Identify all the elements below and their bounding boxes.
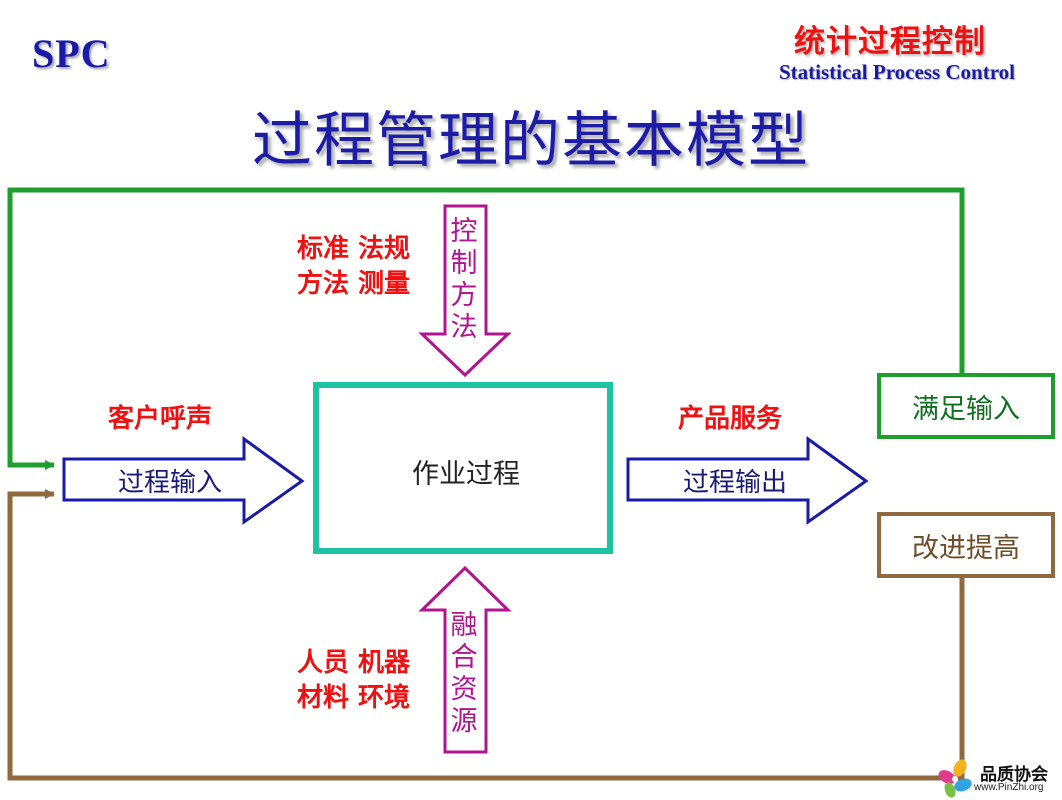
fused-resources-arrow (418, 565, 512, 754)
logo-flower-icon (938, 759, 972, 798)
fused-resources-char: 资 (450, 674, 478, 705)
work-process-box (313, 382, 613, 554)
control-method-char: 法 (450, 312, 478, 343)
products-services-label: 产品服务 (677, 404, 782, 434)
improve-box: 改进提高 (877, 512, 1055, 578)
logo-name: 品质协会 (980, 765, 1048, 785)
fused-resources-label: 融 合 资 源 (444, 610, 484, 738)
logo-url: www.PinZhi.org (974, 782, 1044, 793)
control-method-char: 方 (450, 280, 478, 311)
green-feedback-loop (7, 187, 965, 470)
bottom-factors: 人员 机器 材料 环境 (270, 646, 410, 716)
fused-resources-char: 融 (450, 610, 478, 641)
control-method-char: 制 (450, 248, 478, 279)
control-method-arrow (418, 204, 512, 378)
fused-resources-char: 源 (450, 706, 478, 737)
top-factor-line: 方法 测量 (296, 269, 410, 299)
bottom-factor-line: 材料 环境 (296, 683, 410, 713)
english-subtitle: Statistical Process Control (778, 60, 1016, 84)
control-method-char: 控 (450, 216, 478, 247)
fused-resources-char: 合 (450, 642, 478, 673)
top-factors: 标准 法规 方法 测量 (270, 232, 410, 302)
bottom-factor-line: 人员 机器 (296, 648, 410, 678)
process-input-label: 过程输入 (117, 468, 222, 498)
chinese-subtitle: 统计过程控制 (794, 24, 986, 60)
work-process-label: 作业过程 (412, 459, 520, 490)
pinzhi-logo: 品质协会 www.PinZhi.org (936, 758, 1060, 798)
process-input-arrow (62, 436, 305, 525)
satisfy-input-box: 满足输入 (877, 373, 1055, 439)
spc-label: SPC (32, 31, 111, 76)
brown-improvement-loop (7, 489, 965, 781)
customer-voice-label: 客户呼声 (107, 404, 212, 434)
control-method-label: 控 制 方 法 (444, 216, 484, 344)
top-factor-line: 标准 法规 (296, 234, 410, 264)
page-title: 过程管理的基本模型 (252, 106, 810, 176)
process-output-label: 过程输出 (682, 468, 787, 498)
process-output-arrow (626, 436, 869, 525)
